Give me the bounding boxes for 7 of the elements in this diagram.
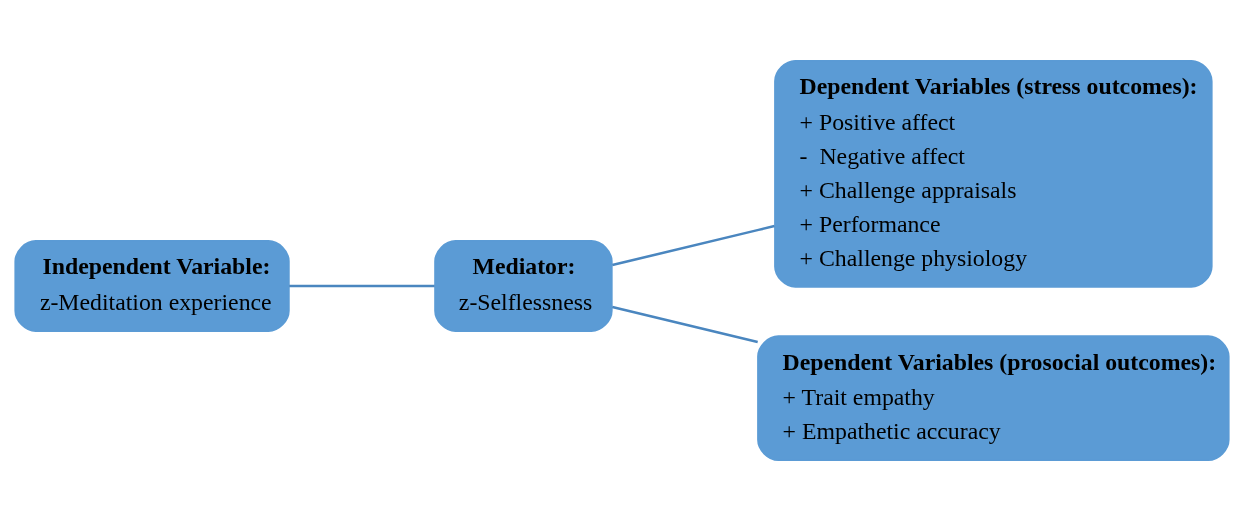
node-box: Dependent Variables (stress outcomes): + Positive affect - Negative affect + Challenge appraisals + Performance + Challenge physiology [774,59,1213,288]
connector [612,224,775,267]
connector [289,284,435,288]
connector [612,305,758,344]
node-box: Mediator: z-Selflessness [434,240,613,332]
node-box: Dependent Variables (prosocial outcomes): + Trait empathy + Empathetic accuracy [757,335,1230,462]
node-box: Independent Variable: z-Meditation experience [14,240,290,332]
